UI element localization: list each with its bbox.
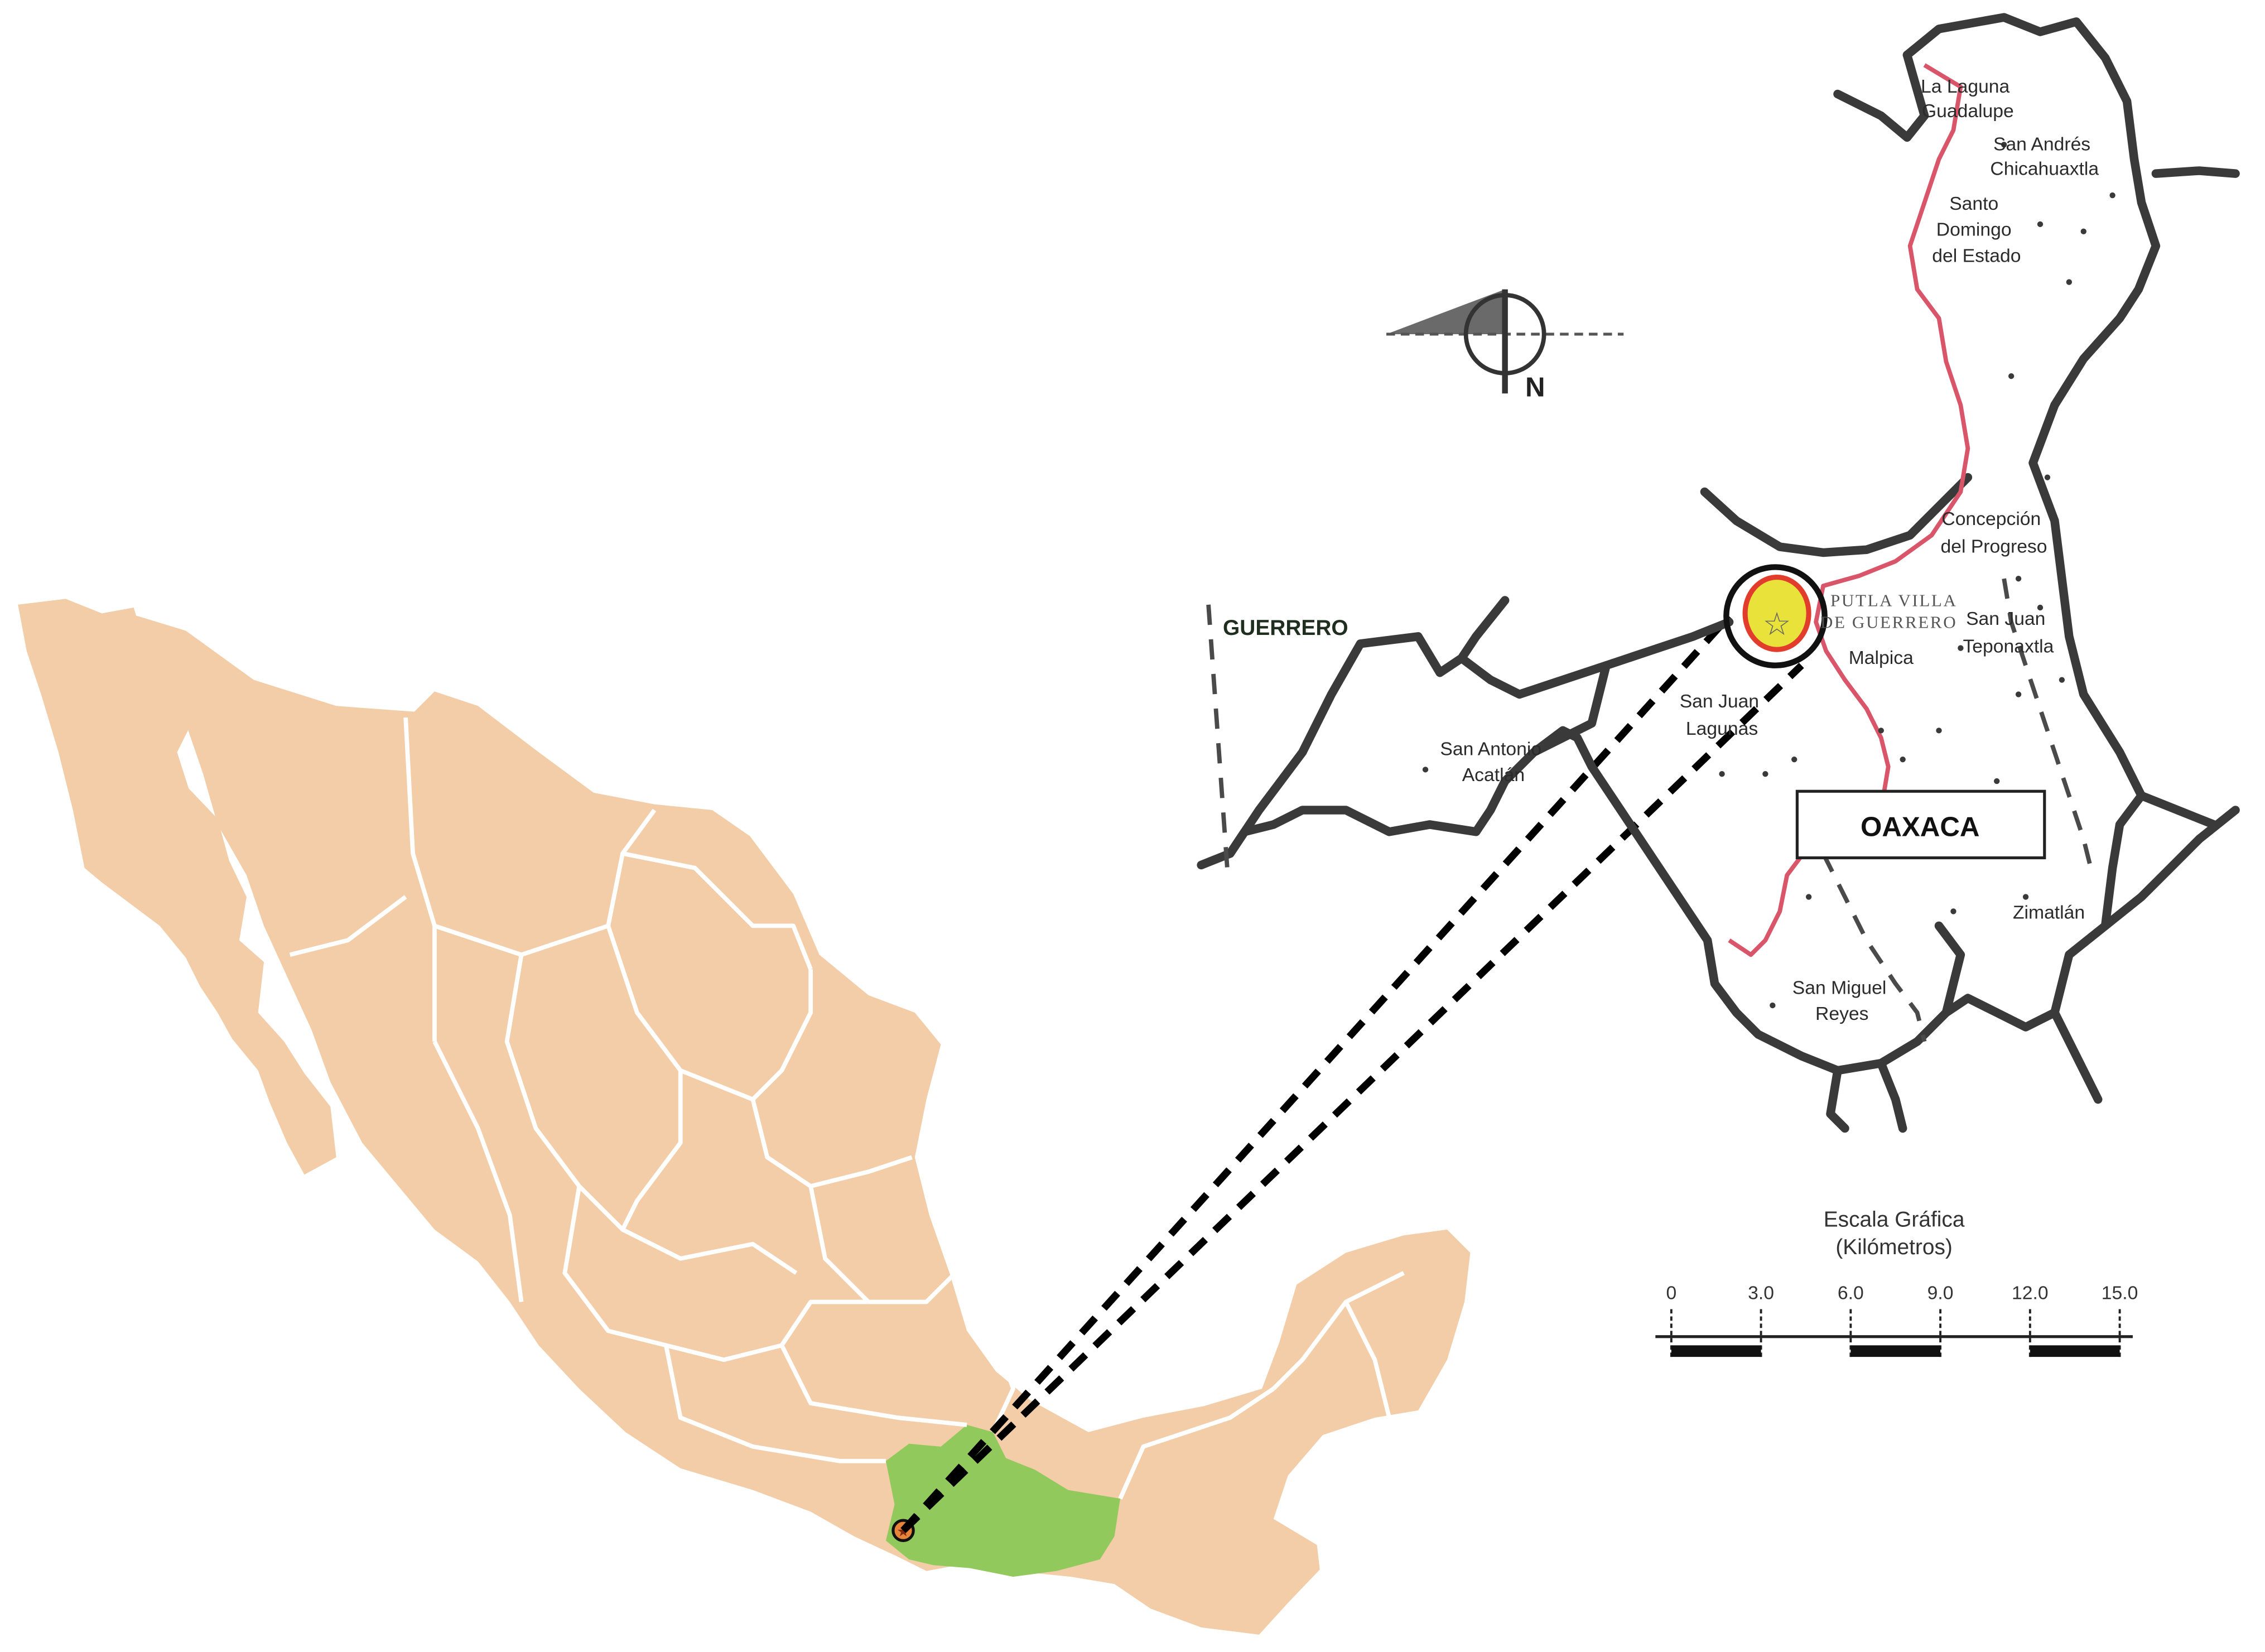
north-label: N [1525,372,1545,402]
site-area [1745,577,1809,650]
place-san-andres: San Andrés Chicahuaxtla [1990,134,2099,180]
oaxaca-label: OAXACA [1861,812,1979,842]
municipality-boundary [1226,13,2161,1075]
scale-title: Escala Gráfica [1824,1208,1965,1232]
locality-dots [1422,142,2115,1009]
scale-bar: Escala Gráfica (Kilómetros) 0 3.0 6.0 9.… [1655,1208,2138,1357]
state-border-dashed [1206,604,1230,868]
site-area-outline [1742,574,1811,652]
scale-tick-0: 0 [1666,1282,1676,1303]
site-label-line2: DE GUERRERO [1820,612,1957,632]
scale-tick-3: 9.0 [1927,1282,1954,1303]
scale-ticks: 0 3.0 6.0 9.0 12.0 15.0 [1666,1282,2138,1303]
place-san-juan-teponaxtla: San Juan Teponaxtla [1963,608,2054,657]
place-concepcion: Concepción del Progreso [1941,508,2047,557]
star-icon: ☆ [1763,606,1791,642]
place-malpica: Malpica [1849,647,1914,668]
site-label-line1: PUTLA VILLA [1830,590,1958,610]
dashed-road-east [2002,578,2093,869]
oaxaca-label-box [1795,789,2046,860]
eastern-ticks [1826,166,2240,1133]
scale-tick-1: 3.0 [1748,1282,1774,1303]
site-focus-ring [1723,564,1828,668]
connector-line-upper [900,614,1732,1533]
scale-tick-5: 15.0 [2102,1282,2138,1303]
guerrero-lines [1197,596,1734,870]
dashed-road-south [1821,853,1927,1042]
place-san-juan-lagunas: San Juan Lagunas [1680,691,1765,739]
oaxaca-state [885,1424,1120,1577]
place-san-miguel: San Miguel Reyes [1792,977,1892,1024]
state-boundaries [289,717,1405,1500]
place-la-laguna: La Laguna Guadalupe [1921,76,2015,122]
place-san-antonio: San Antonio Acatlán [1440,738,1546,786]
scale-unit: (Kilómetros) [1835,1235,1953,1259]
regional-map: ☆ PUTLA VILLA DE GUERRERO La Laguna Guad… [1197,13,2240,1133]
connector-line-lower [900,663,1804,1533]
place-santo-domingo: Santo Domingo del Estado [1932,193,2021,266]
northern-boundary [1700,50,1973,557]
scale-tick-4: 12.0 [2012,1282,2049,1303]
north-arrow-icon: N [1386,289,1624,402]
baja-california [18,599,336,1175]
guerrero-label: GUERRERO [1223,616,1348,640]
mexico-mainland [119,610,1471,1635]
scale-tick-2: 6.0 [1838,1282,1864,1303]
mexico-map: ★ [18,599,1471,1635]
place-zimatlan: Zimatlán [2013,902,2085,923]
